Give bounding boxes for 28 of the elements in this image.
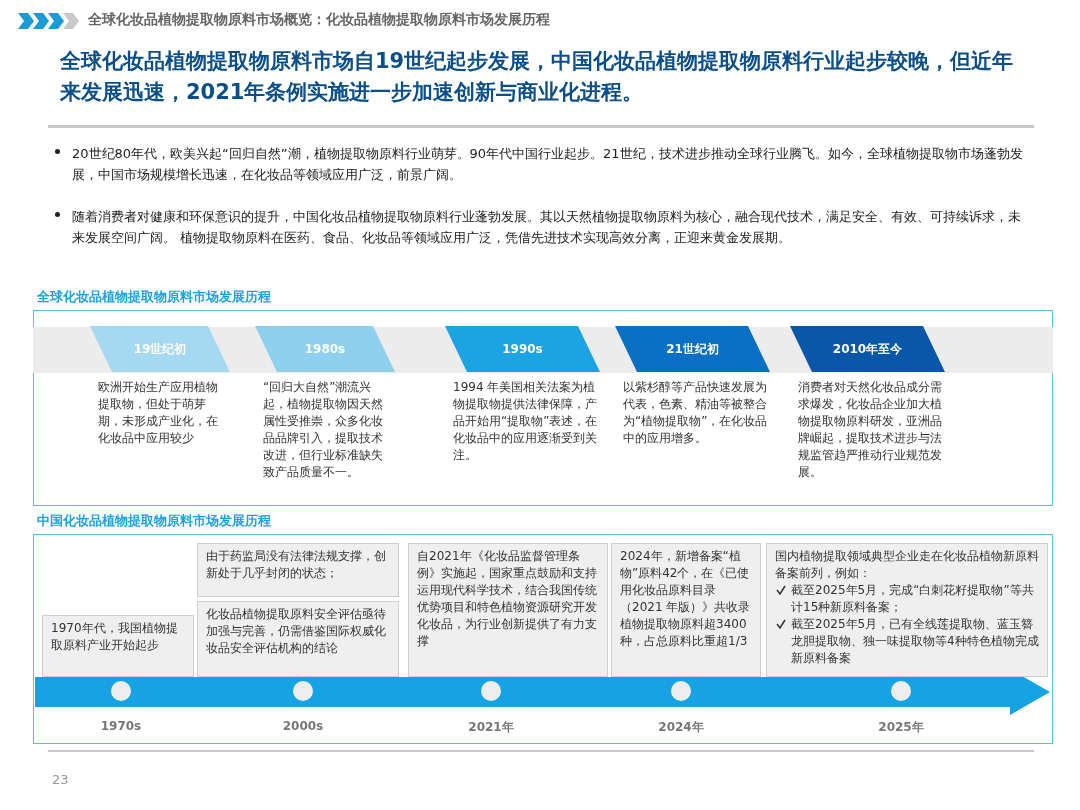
text-box: 国内植物提取领域典型企业走在化妆品植物新原料备案前列，例如： 截至2025年5月，完成“白刺花籽提取物”等共计15种新原料备案； 截至2025年5月，已有全线莲提取物、蓝玉簪龙胆提取物、独一味提取物等4种特色植物完成新原料备案	[766, 543, 1048, 677]
chevron-banner: 1980s	[255, 326, 395, 372]
slide-title: 全球化妆品植物提取物原料市场自19世纪起步发展，中国化妆品植物提取物原料行业起步较晚，但近年来发展迅速，2021年条例实施进一步加速创新与商业化进程。	[60, 48, 1015, 106]
breadcrumb-text: 全球化妆品植物提取物原料市场概览：化妆品植物提取物原料市场发展历程	[88, 11, 550, 29]
description-text: 以紫杉醇等产品快速发展为代表，色素、精油等被整合为“植物提取物”，在化妆品中的应用增多。	[623, 379, 768, 447]
bullet-paragraph: 20世纪80年代，欧美兴起“回归自然”潮，植物提取物原料行业萌芽。90年代中国行业起步。21世纪，技术进步推动全球行业腾飞。如今，全球植物提取物市场蓬勃发展，中国市场规模增长迅速，在化妆品等领域应用广泛，前景广阔。	[72, 145, 1024, 184]
year-label: 2000s	[281, 719, 325, 733]
description-text: 消费者对天然化妆品成分需求爆发，化妆品企业加大植物提取物原料研发，亚洲品牌崛起，提取技术进步与法规监管趋严推动行业规范发展。	[798, 379, 943, 481]
section-heading: 中国化妆品植物提取物原料市场发展历程	[37, 512, 271, 530]
text-box: 2024年，新增备案“植物”原料42个，在《已使用化妆品原料目录（2021 年版）》共收录植物提取物原料超3400种，占总原料比重超1/3	[611, 543, 761, 677]
text-box: 化妆品植物提取原料安全评估亟待加强与完善，仍需借鉴国际权威化妆品安全评估机构的结论	[197, 601, 399, 677]
year-label: 1970s	[99, 719, 143, 733]
chevron-banner: 21世纪初	[615, 326, 770, 372]
text-box: 由于药监局没有法律法规支撑，创新处于几乎封闭的状态；	[197, 543, 399, 597]
section-heading: 全球化妆品植物提取物原料市场发展历程	[37, 288, 271, 306]
description-text: 1994 年美国相关法案为植物提取物提供法律保障，产品开始用“提取物”表述，在化妆品中的应用逐渐受到关注。	[453, 379, 598, 464]
text-box: 自2021年《化妆品监督管理条例》实施起，国家重点鼓励和支持运用现代科学技术，结合我国传统优势项目和特色植物资源研究开发化妆品，为行业创新提供了有力支撑	[408, 543, 608, 677]
description-text: “回归大自然”潮流兴起，植物提取物因天然属性受推崇，众多化妆品品牌引入，提取技术改进，但行业标准缺失致产品质量不一。	[263, 379, 384, 481]
bullet-paragraph: 随着消费者对健康和环保意识的提升，中国化妆品植物提取物原料行业蓬勃发展。其以天然植物提取物原料为核心，融合现代技术，满足安全、有效、可持续诉求，未来发展空间广阔。 植物提取物原料在医药、食品、化妆品等领域应用广泛，凭借先进技术实现高效分离，正迎来黄金发展期。	[72, 208, 1022, 247]
chevron-banner: 1990s	[445, 326, 600, 372]
chevron-banner: 19世纪初	[90, 326, 230, 372]
chevron-banner: 2010年至今	[790, 326, 945, 372]
description-text: 欧洲开始生产应用植物提取物，但处于萌芽期，未形成产业化，在化妆品中应用较少	[98, 379, 219, 447]
page-number: 23	[52, 772, 69, 787]
text-box: 1970年代，我国植物提取原料产业开始起步	[42, 615, 194, 677]
year-label: 2025年	[877, 719, 925, 736]
year-label: 2021年	[467, 719, 515, 736]
year-label: 2024年	[657, 719, 705, 736]
